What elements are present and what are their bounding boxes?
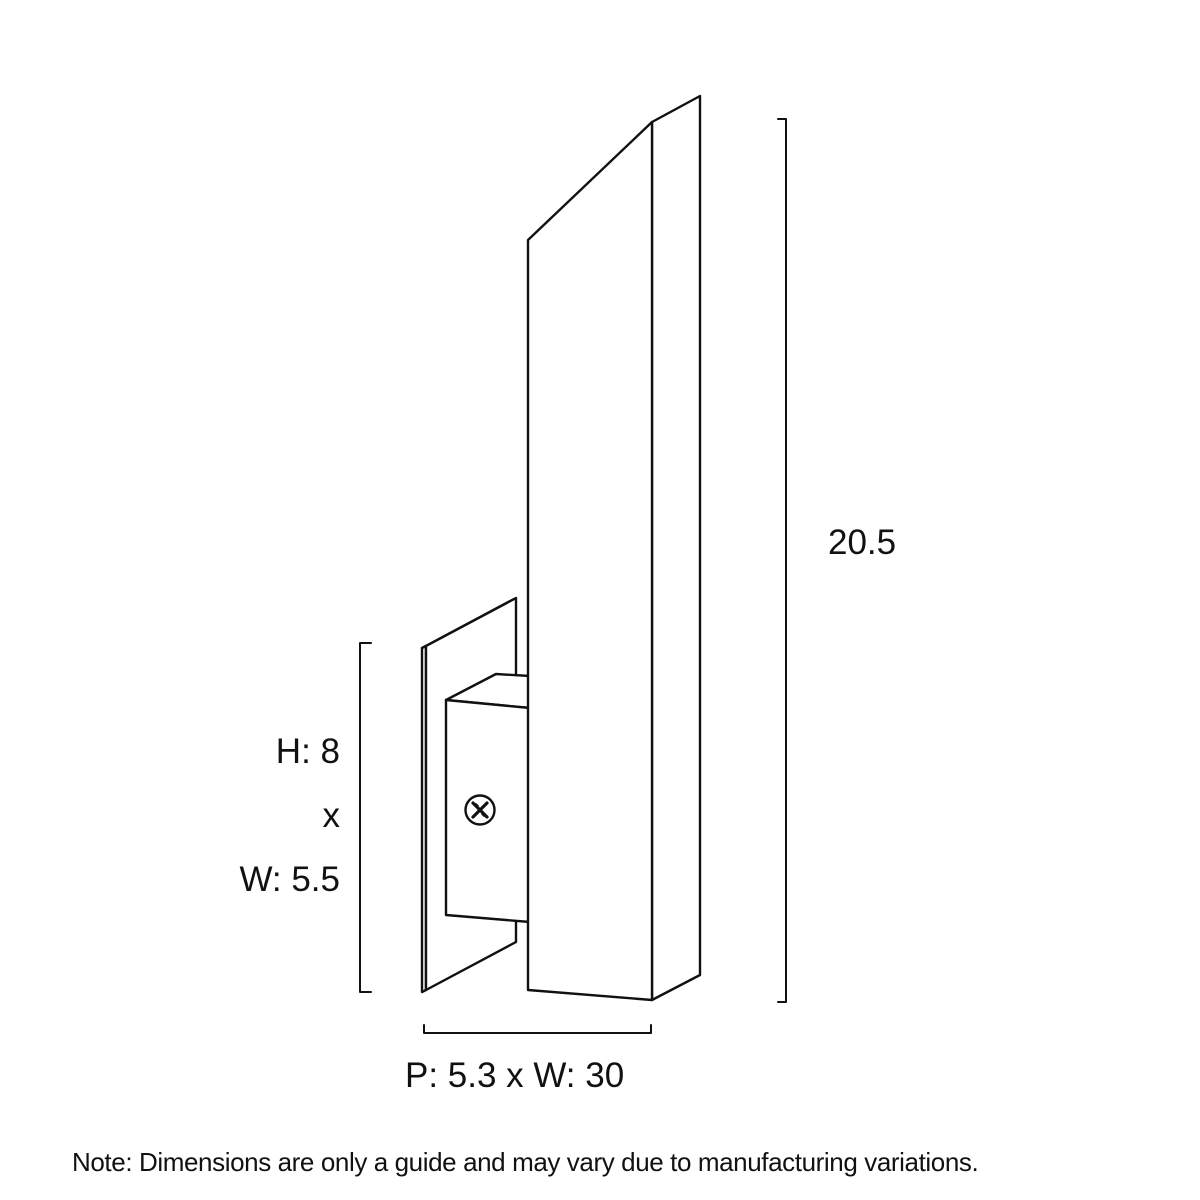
depth-width-label: P: 5.3 x W: 30 [405,1056,625,1095]
dimensions-note: Note: Dimensions are only a guide and ma… [72,1147,979,1177]
overall-height-label: 20.5 [828,523,897,562]
screw-icon [464,794,496,826]
height-dimension-bracket [777,118,787,1003]
backplate-width-label: W: 5.5 [239,860,340,899]
fixture-body [526,94,702,1002]
backplate-height-label: H: 8 [275,732,340,771]
depth-width-dimension-bracket [423,1024,652,1034]
backplate-dimension-bracket [359,642,372,993]
backplate-separator-label: x [322,796,341,835]
